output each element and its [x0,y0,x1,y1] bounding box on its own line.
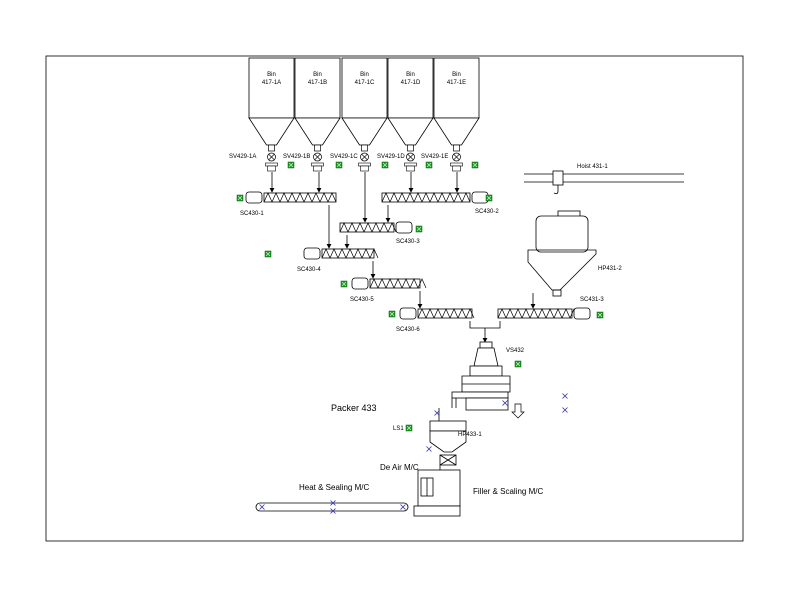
conveyor-sc430-5[interactable]: SC430-5 [350,277,427,303]
valve-sv429-1e[interactable] [452,152,461,162]
status-off-icon[interactable] [426,446,432,452]
status-on-icon[interactable] [425,161,433,169]
bin-417-1d[interactable]: Bin 417-1D [387,57,434,172]
bin-label-line1: Bin [360,72,369,78]
conveyor-label: SC430-2 [475,209,499,215]
bin-417-1a[interactable]: Bin 417-1A [248,57,295,172]
conveyor-sc430-6[interactable]: SC430-6 [396,307,475,333]
status-off-icon[interactable] [562,407,568,413]
conveyor-label: SC430-5 [350,297,374,303]
conveyor-label: SC431-3 [580,297,604,303]
flow-lines [269,172,536,343]
bin-label-line1: Bin [406,72,415,78]
conveyor-sc430-4[interactable]: SC430-4 [297,247,379,273]
vibrating-screen-vs432[interactable] [451,341,511,411]
status-off-icon[interactable] [400,504,406,510]
sealing-conveyor[interactable] [255,502,409,512]
level-switch-label: LS1 [393,426,404,432]
status-off-icon[interactable] [562,393,568,399]
valve-label: SV429-1B [283,154,310,160]
screen-label: VS432 [506,348,525,354]
valve-sv429-1d[interactable] [406,152,415,162]
bin-label-line1: Bin [452,72,461,78]
status-on-icon[interactable] [596,311,604,319]
bin-label-line2: 417-1C [355,80,375,86]
status-indicators [236,161,604,514]
hopper-431-2[interactable] [527,210,597,297]
valve-label: SV429-1A [229,154,256,160]
hoist-431-1[interactable]: Hoist 431-1 [524,164,684,195]
diagram-frame [45,55,744,542]
hopper-431-2-label: HP431-2 [598,266,622,272]
status-on-icon[interactable] [388,310,396,318]
conveyor-label: SC430-1 [240,211,264,217]
conveyors-group: SC430-1 SC430-2SC430-3SC430-4SC430-5SC430… [240,191,604,333]
conveyor-label: SC430-6 [396,327,420,333]
bin-label-line1: Bin [267,72,276,78]
valve-sv429-1a[interactable] [267,152,276,162]
bin-label-line1: Bin [313,72,322,78]
status-on-icon[interactable] [381,161,389,169]
conveyor-label: SC430-4 [297,267,321,273]
bin-417-1b[interactable]: Bin 417-1B [294,57,341,172]
status-on-icon[interactable] [335,161,343,169]
hopper-433-label: HP433-1 [458,432,482,438]
status-on-icon[interactable] [405,424,413,432]
valve-label: SV429-1E [421,154,448,160]
status-off-icon[interactable] [434,410,440,416]
conveyor-sc430-1[interactable]: SC430-1 [240,191,337,217]
bin-label-line2: 417-1D [401,80,421,86]
status-on-icon[interactable] [471,161,479,169]
packer-label: Packer 433 [331,403,377,413]
conveyor-label: SC430-3 [396,239,420,245]
status-on-icon[interactable] [236,194,244,202]
packer-433[interactable] [413,408,467,517]
valve-label: SV429-1D [377,154,405,160]
valve-label: SV429-1C [330,154,358,160]
conveyor-sc430-3[interactable]: SC430-3 [339,221,420,245]
status-on-icon[interactable] [514,360,522,368]
heat-sealing-label: Heat & Sealing M/C [299,483,369,492]
status-off-icon[interactable] [259,504,265,510]
bin-label-line2: 417-1A [262,80,281,86]
status-off-icon[interactable] [502,400,508,406]
filler-scaling-label: Filler & Scaling M/C [473,487,543,496]
deair-label: De Air M/C [380,463,419,472]
valve-sv429-1c[interactable] [360,152,369,162]
status-on-icon[interactable] [485,194,493,202]
discharge-arrow-icon [511,403,525,419]
conveyor-sc430-2[interactable]: SC430-2 [381,191,499,215]
status-on-icon[interactable] [340,280,348,288]
conveyor-sc431-3[interactable]: SC431-3 [497,297,604,320]
hoist-label: Hoist 431-1 [577,164,608,170]
status-on-icon[interactable] [264,250,272,258]
bin-label-line2: 417-1E [447,80,466,86]
status-off-icon[interactable] [330,508,336,514]
bin-417-1c[interactable]: Bin 417-1C [341,57,388,172]
status-on-icon[interactable] [287,161,295,169]
bin-label-line2: 417-1B [308,80,327,86]
status-off-icon[interactable] [330,500,336,506]
status-on-icon[interactable] [415,225,423,233]
bins-group: Bin 417-1A SV429-1A Bin 417-1B SV429-1B Bin 417… [229,57,480,172]
bin-417-1e[interactable]: Bin 417-1E [433,57,480,172]
valve-sv429-1b[interactable] [313,152,322,162]
